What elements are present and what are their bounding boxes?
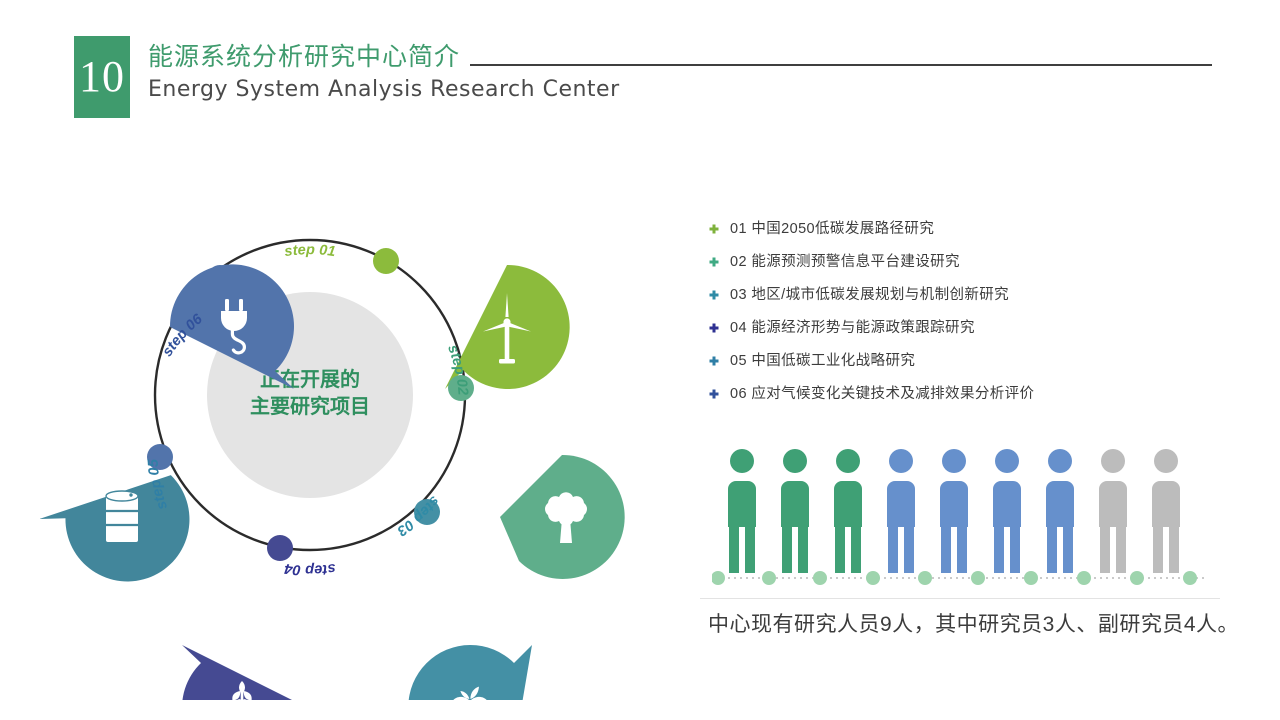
staff-caption: 中心现有研究人员9人，其中研究员3人、副研究员4人。 (708, 613, 1240, 636)
diamond-bullet-icon (708, 355, 719, 366)
ring-node-01[interactable] (373, 248, 399, 274)
diamond-bullet-icon (708, 388, 719, 399)
list-item-label: 02 能源预测预警信息平台建设研究 (730, 254, 960, 270)
diamond-bullet-icon (708, 256, 719, 267)
person-figure-6 (993, 449, 1021, 573)
ring-node-03[interactable] (414, 499, 440, 525)
list-item-label: 05 中国低碳工业化战略研究 (730, 353, 916, 369)
section-number: 10 (79, 52, 125, 101)
power-plug-icon (221, 299, 247, 355)
list-item[interactable]: 04 能源经济形势与能源政策跟踪研究 (708, 317, 1228, 339)
pin-step-05[interactable] (40, 431, 215, 607)
wheat-icon (232, 681, 252, 700)
list-item-label: 06 应对气候变化关键技术及减排效果分析评价 (730, 386, 1035, 402)
list-item-label: 01 中国2050低碳发展路径研究 (730, 221, 935, 237)
tree-icon (545, 492, 587, 543)
header-divider-line (470, 64, 1212, 66)
page-title-en: Energy System Analysis Research Center (148, 77, 620, 102)
person-figure-3 (834, 449, 862, 573)
list-item[interactable]: 06 应对气候变化关键技术及减排效果分析评价 (708, 383, 1228, 405)
ring-node-05[interactable] (147, 444, 173, 470)
wind-turbine-icon (483, 293, 531, 364)
pin-step-06[interactable] (169, 264, 294, 389)
ring-node-04[interactable] (267, 535, 293, 561)
apple-icon (453, 686, 487, 700)
oil-barrel-icon (105, 490, 139, 542)
project-list: 01 中国2050低碳发展路径研究 02 能源预测预警信息平台建设研究 03 地… (708, 218, 1228, 416)
caption-divider (700, 598, 1220, 599)
diamond-bullet-icon (708, 322, 719, 333)
pin-shape-step-03 (408, 645, 532, 700)
person-figure-5 (940, 449, 968, 573)
person-figure-1 (728, 449, 756, 573)
baseline-dots (712, 571, 1197, 585)
diamond-bullet-icon (708, 223, 719, 234)
pin-shape-step-04 (182, 645, 307, 700)
person-figure-9 (1152, 449, 1180, 573)
list-item[interactable]: 03 地区/城市低碳发展规划与机制创新研究 (708, 284, 1228, 306)
ring-node-02[interactable] (448, 375, 474, 401)
staff-pictogram (712, 444, 1212, 592)
pin-step-03[interactable] (408, 645, 532, 700)
step-label-04: step 04 (283, 560, 336, 578)
pin-step-02[interactable] (500, 454, 625, 579)
person-figure-4 (887, 449, 915, 573)
step-label-01: step 01 (283, 242, 336, 260)
ring-node-06[interactable] (207, 265, 233, 291)
section-number-box: 10 (74, 36, 130, 118)
list-item[interactable]: 05 中国低碳工业化战略研究 (708, 350, 1228, 372)
wheel-center-label-line2: 主要研究项目 (250, 394, 370, 418)
page-title-cn: 能源系统分析研究中心简介 (148, 43, 461, 71)
wheel-svg: 正在开展的 主要研究项目 (40, 238, 625, 700)
list-item[interactable]: 01 中国2050低碳发展路径研究 (708, 218, 1228, 240)
list-item[interactable]: 02 能源预测预警信息平台建设研究 (708, 251, 1228, 273)
person-figure-7 (1046, 449, 1074, 573)
header-titles: 能源系统分析研究中心简介 Energy System Analysis Rese… (148, 40, 620, 106)
staff-pictogram-svg (712, 449, 1208, 585)
person-figure-8 (1099, 449, 1127, 573)
person-figure-2 (781, 449, 809, 573)
slide-header: 10 能源系统分析研究中心简介 Energy System Analysis R… (0, 0, 1280, 130)
pin-step-04[interactable] (182, 645, 307, 700)
list-item-label: 03 地区/城市低碳发展规划与机制创新研究 (730, 287, 1010, 303)
list-item-label: 04 能源经济形势与能源政策跟踪研究 (730, 320, 975, 336)
process-wheel-diagram: 正在开展的 主要研究项目 (40, 120, 660, 700)
pin-step-01[interactable] (445, 264, 570, 389)
diamond-bullet-icon (708, 289, 719, 300)
